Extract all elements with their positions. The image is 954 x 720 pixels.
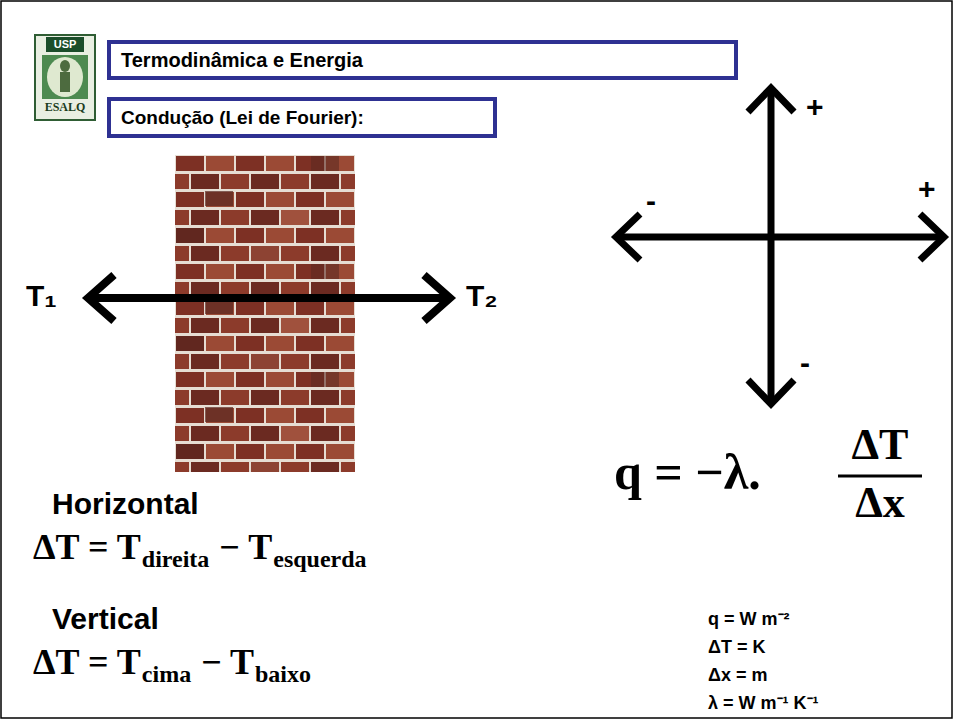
equation-text: ΔT = T bbox=[33, 526, 141, 568]
title-box: Termodinâmica e Energia bbox=[107, 40, 738, 80]
fraction-bar bbox=[838, 475, 922, 478]
temperature-label: T₁ bbox=[26, 279, 57, 314]
formula-text: q = −λ. bbox=[614, 444, 761, 502]
logo-text: USP bbox=[46, 38, 84, 51]
equation-row: ΔT = Tcima− Tbaixo bbox=[33, 641, 311, 683]
equation-text: − T bbox=[201, 641, 254, 683]
equation-text: ΔT = T bbox=[33, 641, 141, 683]
equation-subscript: baixo bbox=[255, 661, 311, 688]
section-heading: Horizontal bbox=[52, 487, 199, 522]
formula-numerator: ΔT bbox=[832, 420, 928, 471]
logo-text: ESALQ bbox=[35, 101, 95, 115]
equation-subscript: esquerda bbox=[273, 546, 366, 573]
unit-text: ΔT = K bbox=[708, 637, 765, 658]
unit-text: q = W m⁻² bbox=[708, 609, 790, 630]
equation-text: − T bbox=[219, 526, 272, 568]
unit-text: λ = W m⁻¹ K⁻¹ bbox=[708, 693, 819, 714]
heading-box: Condução (Lei de Fourier): bbox=[107, 97, 497, 138]
temperature-label: T₂ bbox=[466, 279, 498, 314]
formula-denominator: Δx bbox=[832, 478, 928, 529]
section-heading: Vertical bbox=[52, 602, 159, 637]
heading-text: Condução (Lei de Fourier): bbox=[121, 107, 483, 129]
axis-sign: + bbox=[806, 90, 824, 125]
title-text: Termodinâmica e Energia bbox=[121, 49, 363, 72]
equation-row: ΔT = Tdireita− Tesquerda bbox=[33, 526, 367, 568]
unit-text: Δx = m bbox=[708, 665, 767, 686]
heat-flow-arrow bbox=[88, 275, 450, 321]
sign-axes bbox=[616, 88, 944, 404]
axis-sign: - bbox=[800, 346, 810, 381]
brick-wall bbox=[175, 155, 355, 472]
axis-sign: + bbox=[918, 172, 936, 207]
equation-subscript: cima bbox=[142, 661, 191, 688]
esalq-logo bbox=[35, 35, 95, 120]
axis-sign: - bbox=[646, 184, 656, 219]
equation-subscript: direita bbox=[142, 546, 210, 573]
